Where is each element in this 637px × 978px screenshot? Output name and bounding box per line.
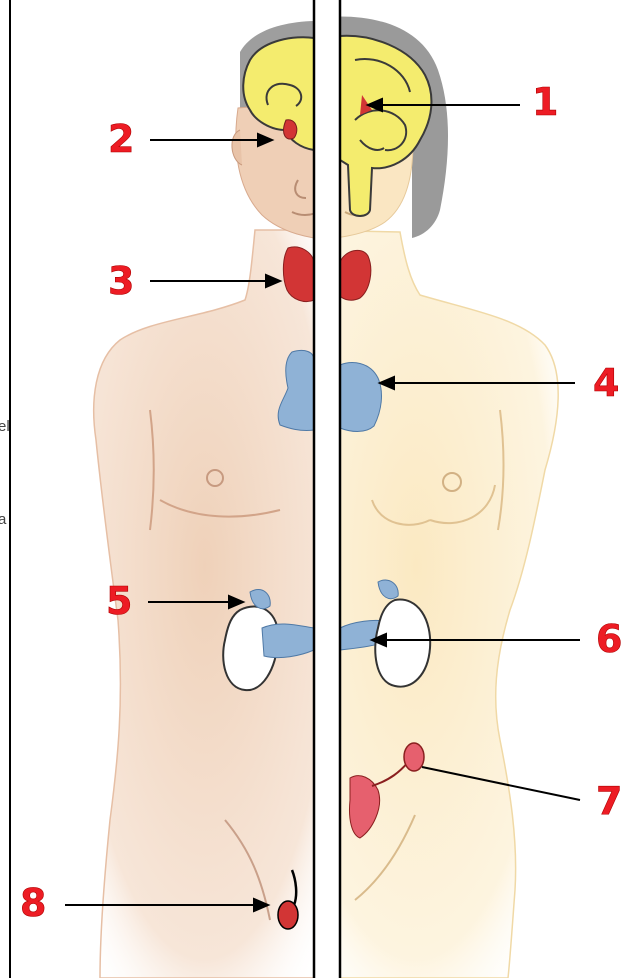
edge-fragment-2: a bbox=[0, 511, 7, 528]
callout-1: 1 bbox=[532, 80, 558, 124]
callout-5: 5 bbox=[106, 579, 132, 623]
callout-4: 4 bbox=[593, 361, 619, 405]
female-figure bbox=[300, 17, 558, 978]
callout-6: 6 bbox=[596, 617, 622, 661]
callout-3: 3 bbox=[108, 259, 134, 303]
thymus-right bbox=[340, 363, 381, 432]
ovary bbox=[404, 743, 424, 771]
callout-2: 2 bbox=[108, 117, 134, 161]
callout-8: 8 bbox=[20, 881, 46, 925]
pituitary-gland bbox=[284, 120, 297, 139]
edge-fragment-1: el bbox=[0, 418, 10, 435]
male-figure bbox=[94, 21, 340, 978]
female-body-silhouette bbox=[300, 230, 558, 978]
callout-7: 7 bbox=[596, 779, 622, 823]
testis bbox=[278, 901, 298, 929]
pancreas-left bbox=[262, 624, 314, 658]
